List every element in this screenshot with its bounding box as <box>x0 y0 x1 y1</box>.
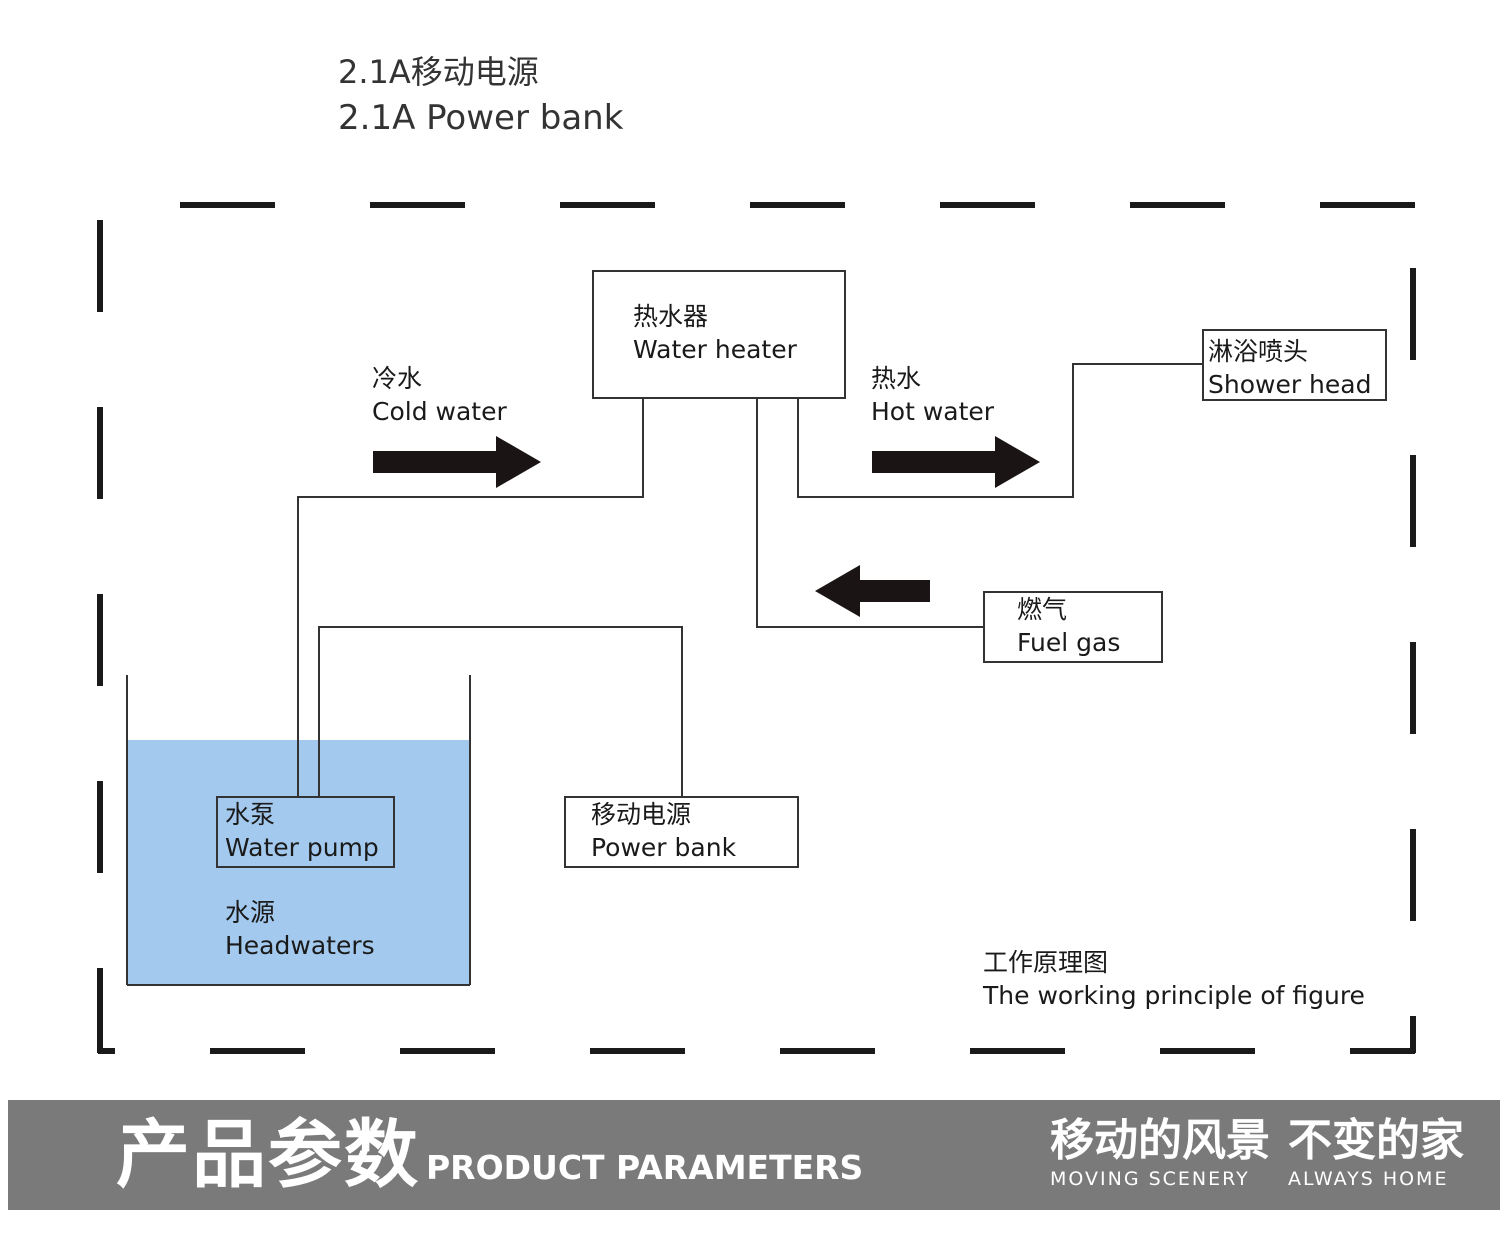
hot-water-label-cn: 热水 <box>871 364 922 393</box>
water-heater-label-en: Water heater <box>633 335 797 364</box>
fuel-gas-pipe <box>756 398 984 628</box>
hot-water-pipe <box>797 363 1203 498</box>
fuel-gas-arrow <box>815 565 930 617</box>
header-title-cn: 2.1A移动电源 <box>338 53 539 91</box>
water-heater-label-cn: 热水器 <box>633 302 709 331</box>
shower-head-box <box>1202 329 1387 401</box>
slogan-always-home-en: ALWAYS HOME <box>1288 1168 1449 1190</box>
fuel-gas-label-en: Fuel gas <box>1017 628 1121 657</box>
working-principle-diagram <box>97 202 1416 1054</box>
hot-water-label-en: Hot water <box>871 397 995 426</box>
water-pump-label-cn: 水泵 <box>225 800 276 829</box>
power-bank-label: 移动电源 Power bank <box>591 798 736 864</box>
headwaters-label-en: Headwaters <box>225 931 375 960</box>
diagram-caption-en: The working principle of figure <box>983 981 1365 1010</box>
diagram-caption: 工作原理图 The working principle of figure <box>983 946 1365 1012</box>
pump-power-cable <box>318 626 683 797</box>
diagram-caption-cn: 工作原理图 <box>983 948 1109 977</box>
product-parameters-banner: 产品参数 PRODUCT PARAMETERS 移动的风景 MOVING SCE… <box>8 1100 1500 1210</box>
shower-head-label-en: Shower head <box>1208 370 1372 399</box>
fuel-gas-label: 燃气 Fuel gas <box>1017 593 1120 659</box>
headwaters-label: 水源 Headwaters <box>225 896 375 962</box>
dashed-frame <box>97 202 1416 1054</box>
cold-water-label-en: Cold water <box>372 397 507 426</box>
water-heater-box <box>592 270 846 399</box>
cold-water-arrow <box>373 436 541 488</box>
banner-title-cn: 产品参数 <box>116 1112 420 1198</box>
water-pump-box <box>216 796 395 868</box>
headwaters-label-cn: 水源 <box>225 898 276 927</box>
water-heater-label: 热水器 Water heater <box>633 300 797 366</box>
water-container <box>126 675 471 986</box>
water-pump-label-en: Water pump <box>225 833 379 862</box>
shower-head-label: 淋浴喷头 Shower head <box>1208 335 1371 401</box>
cold-water-label: 冷水 Cold water <box>372 362 507 428</box>
header-title-en: 2.1A Power bank <box>338 98 624 138</box>
power-bank-label-cn: 移动电源 <box>591 800 692 829</box>
banner-title-en: PRODUCT PARAMETERS <box>426 1148 864 1187</box>
pipes <box>297 363 1203 797</box>
hot-water-label: 热水 Hot water <box>871 362 994 428</box>
hot-water-arrow <box>872 436 1040 488</box>
power-bank-label-en: Power bank <box>591 833 737 862</box>
shower-head-label-cn: 淋浴喷头 <box>1208 337 1309 366</box>
slogan-moving-scenery-cn: 移动的风景 <box>1050 1115 1270 1166</box>
water-pump-label: 水泵 Water pump <box>225 798 379 864</box>
cold-water-pipe <box>297 398 644 797</box>
cold-water-label-cn: 冷水 <box>372 364 423 393</box>
slogan-always-home-cn: 不变的家 <box>1288 1115 1464 1166</box>
fuel-gas-box <box>983 591 1163 663</box>
fuel-gas-label-cn: 燃气 <box>1017 595 1068 624</box>
power-bank-box <box>564 796 799 868</box>
slogan-moving-scenery-en: MOVING SCENERY <box>1050 1168 1250 1190</box>
